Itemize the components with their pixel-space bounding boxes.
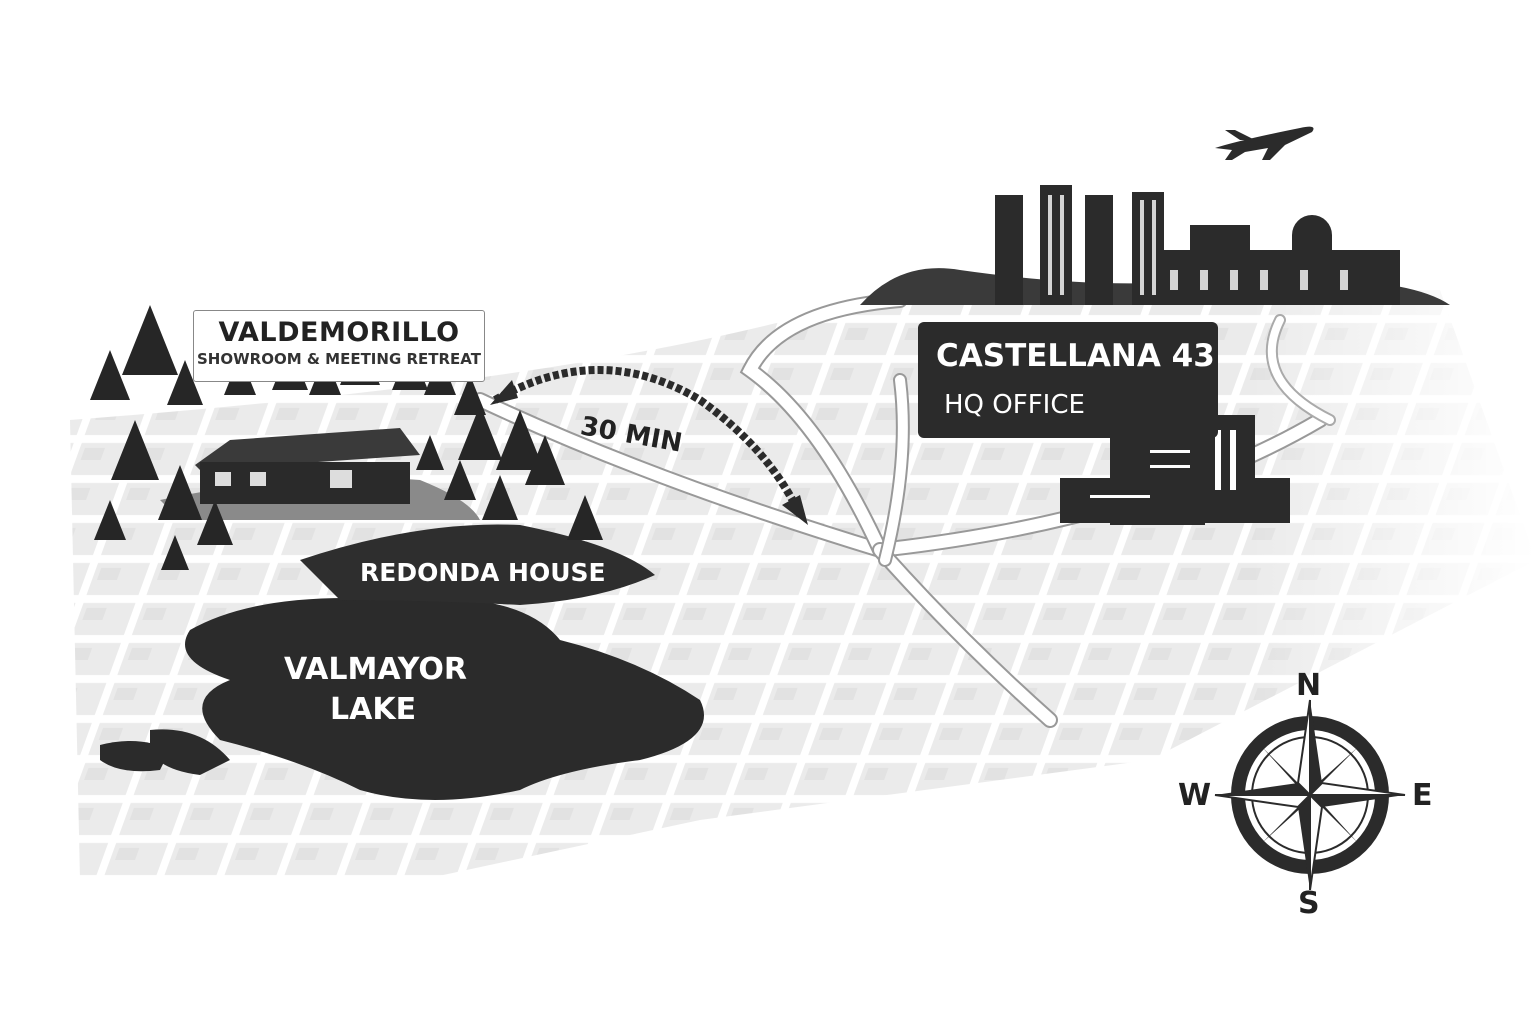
house-label: REDONDA HOUSE: [360, 558, 606, 587]
lake-label-line2: LAKE: [330, 692, 417, 727]
tree-icon: [111, 420, 159, 480]
tree-icon: [197, 500, 233, 545]
city-skyline: [860, 185, 1450, 305]
tree-icon: [161, 535, 189, 570]
tree-icon: [167, 360, 203, 405]
compass-rose-icon: [1214, 699, 1406, 891]
destination-subtitle: HQ OFFICE: [944, 390, 1085, 420]
tree-icon: [496, 410, 544, 470]
tree-icon: [158, 465, 202, 520]
compass-north: N: [1296, 668, 1322, 703]
origin-label-box: VALDEMORILLO SHOWROOM & MEETING RETREAT: [193, 310, 485, 382]
tree-icon: [458, 405, 502, 460]
tree-icon: [416, 435, 444, 470]
tree-icon: [444, 460, 476, 500]
house: [195, 428, 420, 504]
lake-label-line1: VALMAYOR: [284, 652, 467, 687]
lake: [100, 598, 704, 800]
compass-west: W: [1178, 778, 1212, 813]
destination-label-box: CASTELLANA 43 HQ OFFICE: [918, 322, 1218, 438]
arrow-route: [490, 366, 808, 525]
origin-title: VALDEMORILLO: [218, 317, 460, 348]
tree-icon: [122, 305, 178, 375]
tree-icon: [525, 435, 565, 485]
compass-south: S: [1298, 886, 1320, 921]
tree-icon: [94, 500, 126, 540]
tree-icon: [454, 375, 486, 415]
origin-subtitle: SHOWROOM & MEETING RETREAT: [197, 350, 481, 368]
compass-east: E: [1412, 778, 1433, 813]
airplane-icon: [1215, 126, 1314, 160]
tree-icon: [482, 475, 518, 520]
destination-title: CASTELLANA 43: [936, 338, 1215, 374]
tree-icon: [90, 350, 130, 400]
tree-icon: [567, 495, 603, 540]
